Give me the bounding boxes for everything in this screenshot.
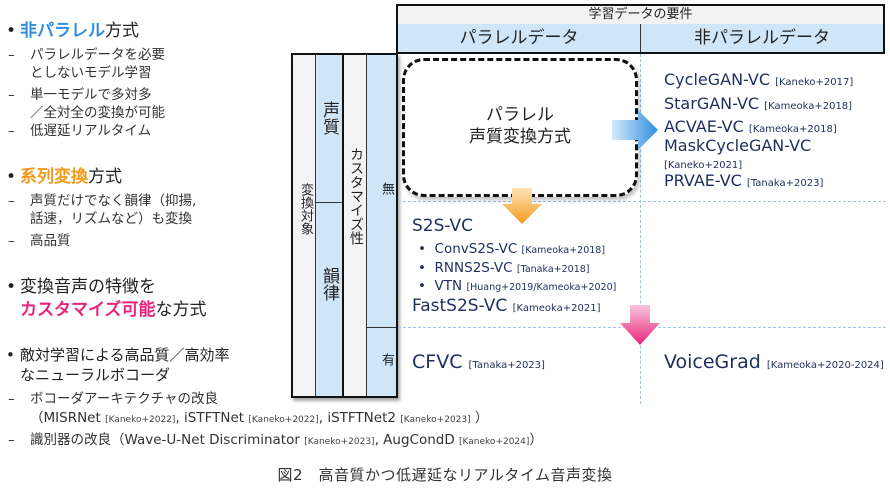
- sub-item: –低遅延リアルタイム: [8, 123, 152, 139]
- sub-item: –高品質: [8, 233, 71, 249]
- axis-divider: [316, 202, 342, 203]
- method-item-cite: [Kaneko+2021]: [664, 160, 743, 171]
- axis-customizability-values: 無 有: [367, 55, 396, 396]
- sub-item-cont: ／全対全の変換が可能: [30, 105, 165, 121]
- box-line-2: 声質変換方式: [469, 127, 571, 147]
- method-item: ACVAE-VC [Kameoka+2018]: [664, 117, 837, 136]
- axis-conversion-target: 変換対象: [293, 55, 316, 396]
- method-cfvc: CFVC [Tanaka+2023]: [412, 351, 545, 373]
- method-subitem: • RNNS2S-VC [Tanaka+2018]: [418, 260, 590, 276]
- sub-item-cont: としないモデル学習: [30, 65, 152, 81]
- axis-conversion-target-values: 声質 韻律: [316, 55, 344, 396]
- axis-value-voice-quality: 声質: [319, 101, 339, 135]
- bullet-nonparallel: •非パラレル方式: [6, 21, 139, 41]
- method-voicegrad: VoiceGrad [Kameoka+2020-2024]: [664, 351, 884, 373]
- bullet-sequence-conversion: •系列変換方式: [6, 167, 122, 187]
- architecture-citations: （MISRNet [Kaneko+2022], iSTFTNet [Kaneko…: [30, 410, 489, 426]
- highlight-customizable: カスタマイズ可能: [20, 300, 156, 320]
- arrow-right-icon: [612, 110, 658, 150]
- method-item: PRVAE-VC [Tanaka+2023]: [664, 171, 824, 190]
- header-nonparallel-data: 非パラレルデータ: [694, 28, 830, 48]
- figure-caption: 図2 高音質かつ低遅延なリアルタイム音声変換: [277, 466, 613, 484]
- method-fasts2s-vc: FastS2S-VC [Kameoka+2021]: [412, 296, 601, 316]
- axis-divider: [367, 327, 396, 328]
- row-axis-table: 変換対象 声質 韻律 カスタマイズ性 無 有: [291, 53, 398, 398]
- header-training-data-requirement: 学習データの要件: [396, 4, 885, 25]
- sub-item: –単一モデルで多対多: [8, 87, 152, 103]
- method-subitem: • VTN [Huang+2019/Kameoka+2020]: [418, 278, 617, 294]
- sub-item: –声質だけでなく韻律（抑揚,: [8, 193, 197, 209]
- header-columns: パラレルデータ 非パラレルデータ: [396, 24, 885, 54]
- method-item: CycleGAN-VC [Kaneko+2017]: [664, 70, 854, 89]
- method-subitem: • ConvS2S-VC [Kameoka+2018]: [418, 241, 606, 257]
- bullet-customizable: •変換音声の特徴を: [6, 277, 156, 297]
- sub-item-discriminator: –識別器の改良（Wave-U-Net Discriminator [Kaneko…: [8, 432, 543, 448]
- highlight-sequence: 系列変換: [20, 167, 88, 187]
- axis-customizability: カスタマイズ性: [344, 55, 367, 396]
- grid-column-divider: [640, 54, 641, 404]
- axis-label-customizability: カスタマイズ性: [348, 147, 364, 245]
- axis-value-yes: 有: [379, 353, 394, 366]
- method-item: MaskCycleGAN-VC: [664, 136, 812, 155]
- box-line-1: パラレル: [486, 105, 554, 125]
- arrow-down-pink-icon: [620, 305, 660, 345]
- arrow-down-orange-icon: [502, 188, 542, 224]
- axis-value-prosody: 韻律: [319, 267, 339, 301]
- grid-row-divider-voice-prosody: [398, 201, 886, 202]
- header-parallel-data: パラレルデータ: [398, 24, 641, 52]
- sub-item-architecture: –ボコーダアーキテクチャの改良: [8, 391, 219, 407]
- bullet-customizable-cont: カスタマイズ可能な方式: [20, 300, 207, 320]
- axis-value-none: 無: [379, 182, 394, 195]
- method-item: StarGAN-VC [Kameoka+2018]: [664, 94, 853, 113]
- sub-item-cont: 話速，リズムなど）も変換: [30, 211, 192, 227]
- axis-label-conversion-target: 変換対象: [298, 183, 313, 235]
- sub-item: –パラレルデータを必要: [8, 47, 165, 63]
- bullet-vocoder: •敵対学習による高品質／高効率: [6, 346, 230, 364]
- highlight-nonparallel: 非パラレル: [20, 21, 105, 41]
- parallel-voice-conversion-box: パラレル 声質変換方式: [402, 58, 638, 197]
- bullet-vocoder-cont: なニューラルボコーダ: [20, 366, 171, 384]
- method-s2s-vc: S2S-VC: [412, 216, 474, 236]
